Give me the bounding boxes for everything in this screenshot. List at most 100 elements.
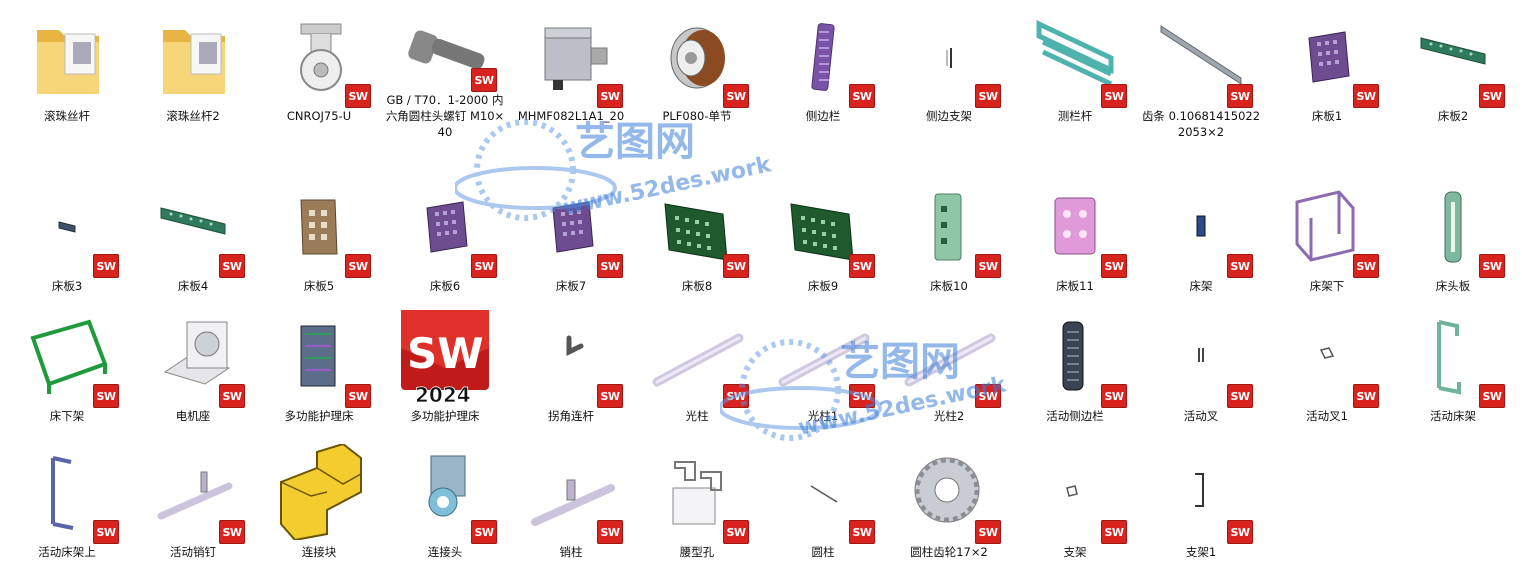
solidworks-badge-icon: SW	[1227, 84, 1253, 108]
svg-text:SW: SW	[407, 329, 484, 378]
file-item[interactable]: 连接块	[257, 444, 381, 576]
solidworks-badge-icon: SW	[1227, 254, 1253, 278]
file-thumbnail: SW	[775, 308, 875, 408]
file-thumbnail: SW	[901, 308, 1001, 408]
file-thumbnail: SW	[1027, 8, 1127, 108]
solidworks-badge-icon: SW	[597, 254, 623, 278]
file-name: 销柱	[559, 545, 583, 559]
file-thumbnail: SW	[19, 308, 119, 408]
file-thumbnail: SW	[523, 308, 623, 408]
file-name: 多功能护理床	[410, 409, 480, 423]
file-thumbnail: SW	[649, 308, 749, 408]
file-name: MHMF082L1A1_20	[517, 109, 625, 123]
file-name: 床板3	[51, 279, 83, 293]
solidworks-badge-icon: SW	[471, 68, 497, 92]
solidworks-badge-icon: SW	[975, 520, 1001, 544]
file-thumbnail: SW	[775, 178, 875, 278]
solidworks-badge-icon: SW	[219, 254, 245, 278]
small-bracket-icon	[946, 48, 952, 68]
file-thumbnail	[19, 8, 115, 104]
file-name: 床板6	[429, 279, 461, 293]
file-thumbnail: SW	[1027, 178, 1127, 278]
connector-head-icon	[428, 455, 466, 517]
file-thumbnail: SW	[271, 8, 371, 108]
plate-darkgreen-icon	[790, 203, 854, 261]
servo-motor-icon	[544, 27, 608, 90]
file-name: 腰型孔	[679, 545, 715, 559]
solidworks-badge-icon: SW	[345, 384, 371, 408]
motor-mount-icon	[163, 321, 231, 385]
file-item[interactable]: 滚珠丝杆	[5, 8, 129, 140]
file-thumbnail: SW	[397, 178, 497, 278]
file-name: 床下架	[49, 409, 85, 423]
bracket-hook-icon	[1195, 473, 1204, 507]
solidworks-badge-icon: SW	[1353, 254, 1379, 278]
file-item[interactable]: 滚珠丝杆2	[131, 8, 255, 140]
file-item[interactable]: SW 床下架	[5, 308, 129, 440]
file-name: 活动床架	[1430, 409, 1476, 423]
file-name: 侧边栏	[805, 109, 841, 123]
file-name: 滚珠丝杆2	[166, 109, 220, 123]
file-thumbnail: SW	[1153, 8, 1253, 108]
solidworks-badge-icon: SW	[93, 384, 119, 408]
file-thumbnail: SW	[523, 178, 623, 278]
connector-block-icon	[280, 444, 362, 540]
file-name: 床头板	[1435, 279, 1471, 293]
slot-hole-icon	[672, 461, 722, 525]
plate-pink-icon	[1054, 197, 1096, 255]
file-thumbnail: SW	[649, 444, 749, 544]
solidworks-badge-icon: SW	[723, 84, 749, 108]
file-name: 电机座	[175, 409, 211, 423]
file-name: 拐角连杆	[548, 409, 594, 423]
solidworks-badge-icon: SW	[1353, 84, 1379, 108]
side-rail-icon	[811, 23, 835, 91]
solidworks-badge-icon: SW	[597, 384, 623, 408]
file-name: 滚珠丝杆	[44, 109, 90, 123]
solidworks-badge-icon: SW	[93, 520, 119, 544]
solidworks-badge-icon: SW	[93, 254, 119, 278]
file-item[interactable]: SW 床板3	[5, 178, 129, 310]
corner-link-icon	[566, 335, 584, 357]
